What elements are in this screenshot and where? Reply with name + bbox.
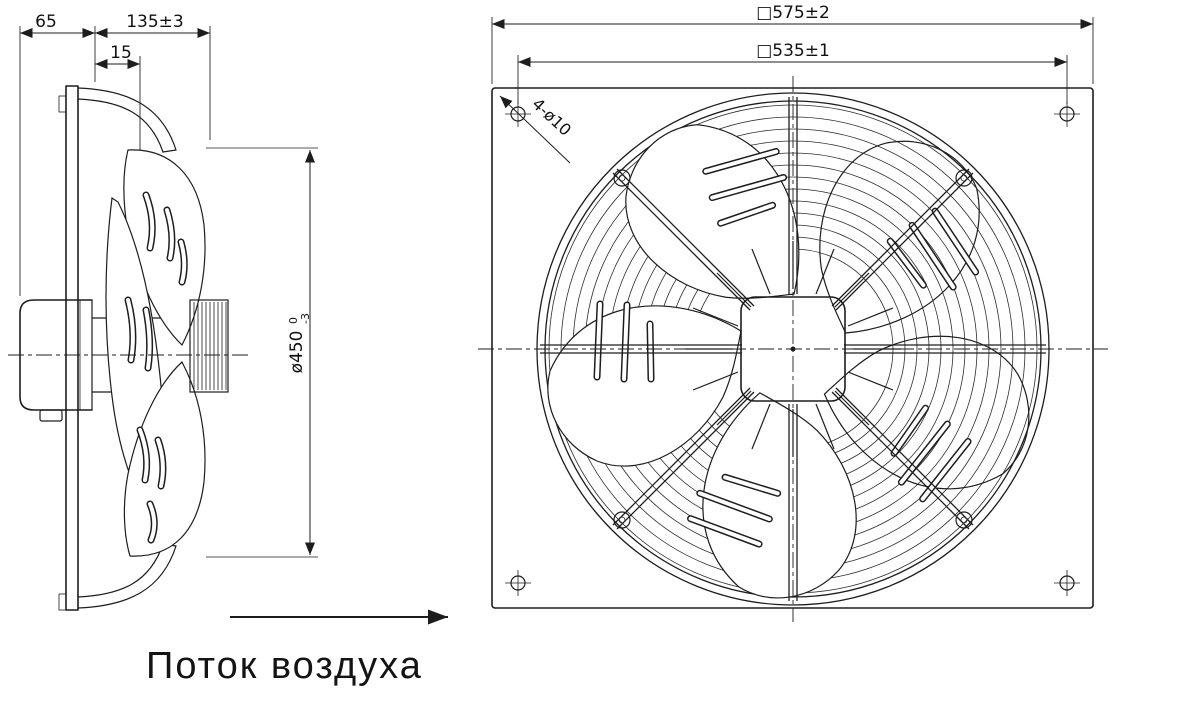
- side-impeller-blades: [105, 149, 206, 557]
- mounting-hole: [505, 570, 531, 596]
- terminal-box: [39, 409, 63, 422]
- side-hub-fins: [189, 299, 229, 393]
- side-dimensions: 65 135±3 15 ø450 0 -3: [19, 12, 318, 558]
- holes-leader-line: [499, 95, 571, 164]
- dia-tol-lower: -3: [299, 313, 312, 324]
- dia-value: ø450: [287, 331, 307, 374]
- dim-label-mounting-holes: 4-ø10: [528, 94, 575, 139]
- grille-spokes: [540, 97, 1046, 601]
- dim-label-plate-offset: 15: [110, 43, 132, 63]
- front-view: □575±2 □535±1 4-ø10: [478, 3, 1108, 622]
- mounting-hole: [1054, 570, 1080, 596]
- mounting-hole: [1054, 101, 1080, 127]
- mounting-plate: [491, 87, 1094, 609]
- front-dimensions: □575±2 □535±1 4-ø10: [491, 3, 1094, 164]
- mount-tab-top: [58, 95, 67, 113]
- dim-label-plate-size: □575±2: [756, 3, 830, 23]
- dia-tol-upper: 0: [287, 317, 300, 324]
- dim-label-total-depth: 135±3: [126, 12, 184, 32]
- fan-blade: [547, 304, 742, 467]
- side-view: 65 135±3 15 ø450 0 -3: [8, 12, 318, 611]
- airflow-annotation: Поток воздуха: [146, 609, 448, 687]
- corner-holes: [505, 101, 1080, 596]
- grille-eyelets: [613, 169, 973, 529]
- side-mount-plate: [58, 85, 177, 611]
- dim-label-hole-pitch: □535±1: [756, 41, 830, 61]
- dim-label-motor-depth: 65: [35, 12, 57, 32]
- mount-tab-bottom: [58, 593, 67, 611]
- dim-label-impeller-diameter: ø450 0 -3: [287, 313, 312, 373]
- mounting-hole: [505, 101, 531, 127]
- fan-blade: [605, 101, 819, 337]
- airflow-label: Поток воздуха: [146, 645, 423, 687]
